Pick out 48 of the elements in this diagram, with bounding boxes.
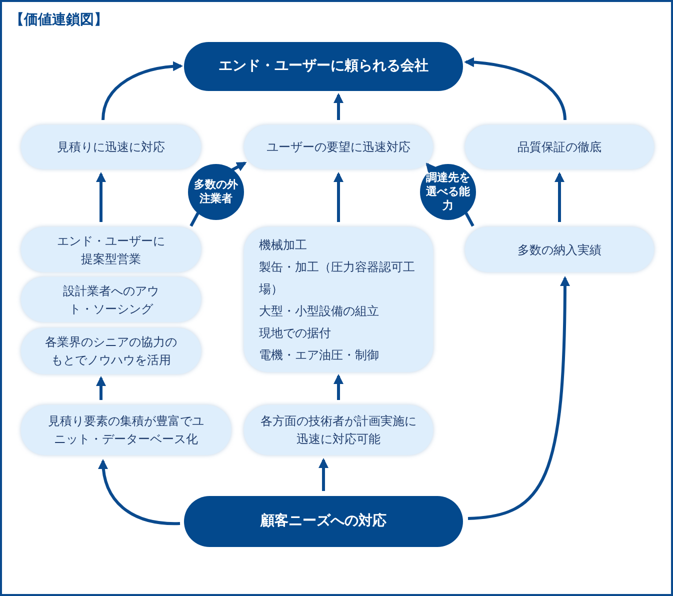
process-pill (465, 227, 654, 272)
process-card (244, 227, 433, 372)
node-label: 見積り要素の集積が豊富でユニット・データーベース化 (48, 413, 204, 448)
process-pill (21, 328, 201, 374)
node-label: 顧客ニーズへの対応 (260, 512, 386, 531)
arrow (231, 162, 247, 172)
process-pill (21, 125, 201, 169)
process-pill (184, 42, 463, 91)
diagram-title: 【価値連鎖図】 (10, 11, 108, 29)
node-label: エンド・ユーザーに提案型営業 (56, 232, 166, 268)
arrow (426, 162, 436, 174)
process-pill (21, 227, 201, 272)
arrow (102, 61, 183, 120)
arrow (334, 93, 344, 120)
arrow (318, 458, 328, 491)
badge-circle (188, 164, 244, 220)
list-item: 電機・エア油圧・制御 (259, 346, 379, 364)
node-label: 調達先を選べる能力 (425, 170, 471, 214)
node-label: 品質保証の徹底 (518, 139, 602, 156)
arrow (334, 374, 344, 400)
arrow (96, 376, 106, 400)
node-label: エンド・ユーザーに頼られる会社 (218, 57, 428, 76)
connector-line (464, 212, 474, 227)
node-label: 設計業者へのアウト・ソーシング (62, 282, 160, 318)
node-label: 多数の外注業者 (193, 178, 239, 206)
badge-circle (420, 164, 476, 220)
process-pill (21, 405, 231, 455)
node-label: 各業界のシニアの協力のもとでノウハウを活用 (45, 334, 177, 369)
arrow (464, 57, 566, 120)
process-pill (465, 125, 654, 169)
arrow (98, 459, 180, 525)
process-pill (21, 277, 201, 322)
list-item: 現地での据付 (259, 324, 331, 342)
process-pill (244, 405, 433, 455)
process-pill (244, 125, 433, 169)
list-item: 製缶・加工（圧力容器認可工場） (259, 258, 416, 298)
node-label: ユーザーの要望に迅速対応 (266, 139, 410, 156)
arrow (554, 172, 564, 222)
node-label: 多数の納入実績 (518, 242, 602, 258)
node-label: 各方面の技術者が計画実施に迅速に対応可能 (260, 413, 416, 448)
arrow (468, 276, 570, 520)
list-item: 機械加工 (259, 236, 307, 254)
arrow (334, 172, 344, 222)
process-pill (184, 496, 463, 547)
arrow (96, 172, 106, 222)
list-item: 大型・小型設備の組立 (259, 302, 379, 320)
node-label: 見積りに迅速に対応 (57, 139, 165, 156)
connector-line (190, 212, 200, 227)
